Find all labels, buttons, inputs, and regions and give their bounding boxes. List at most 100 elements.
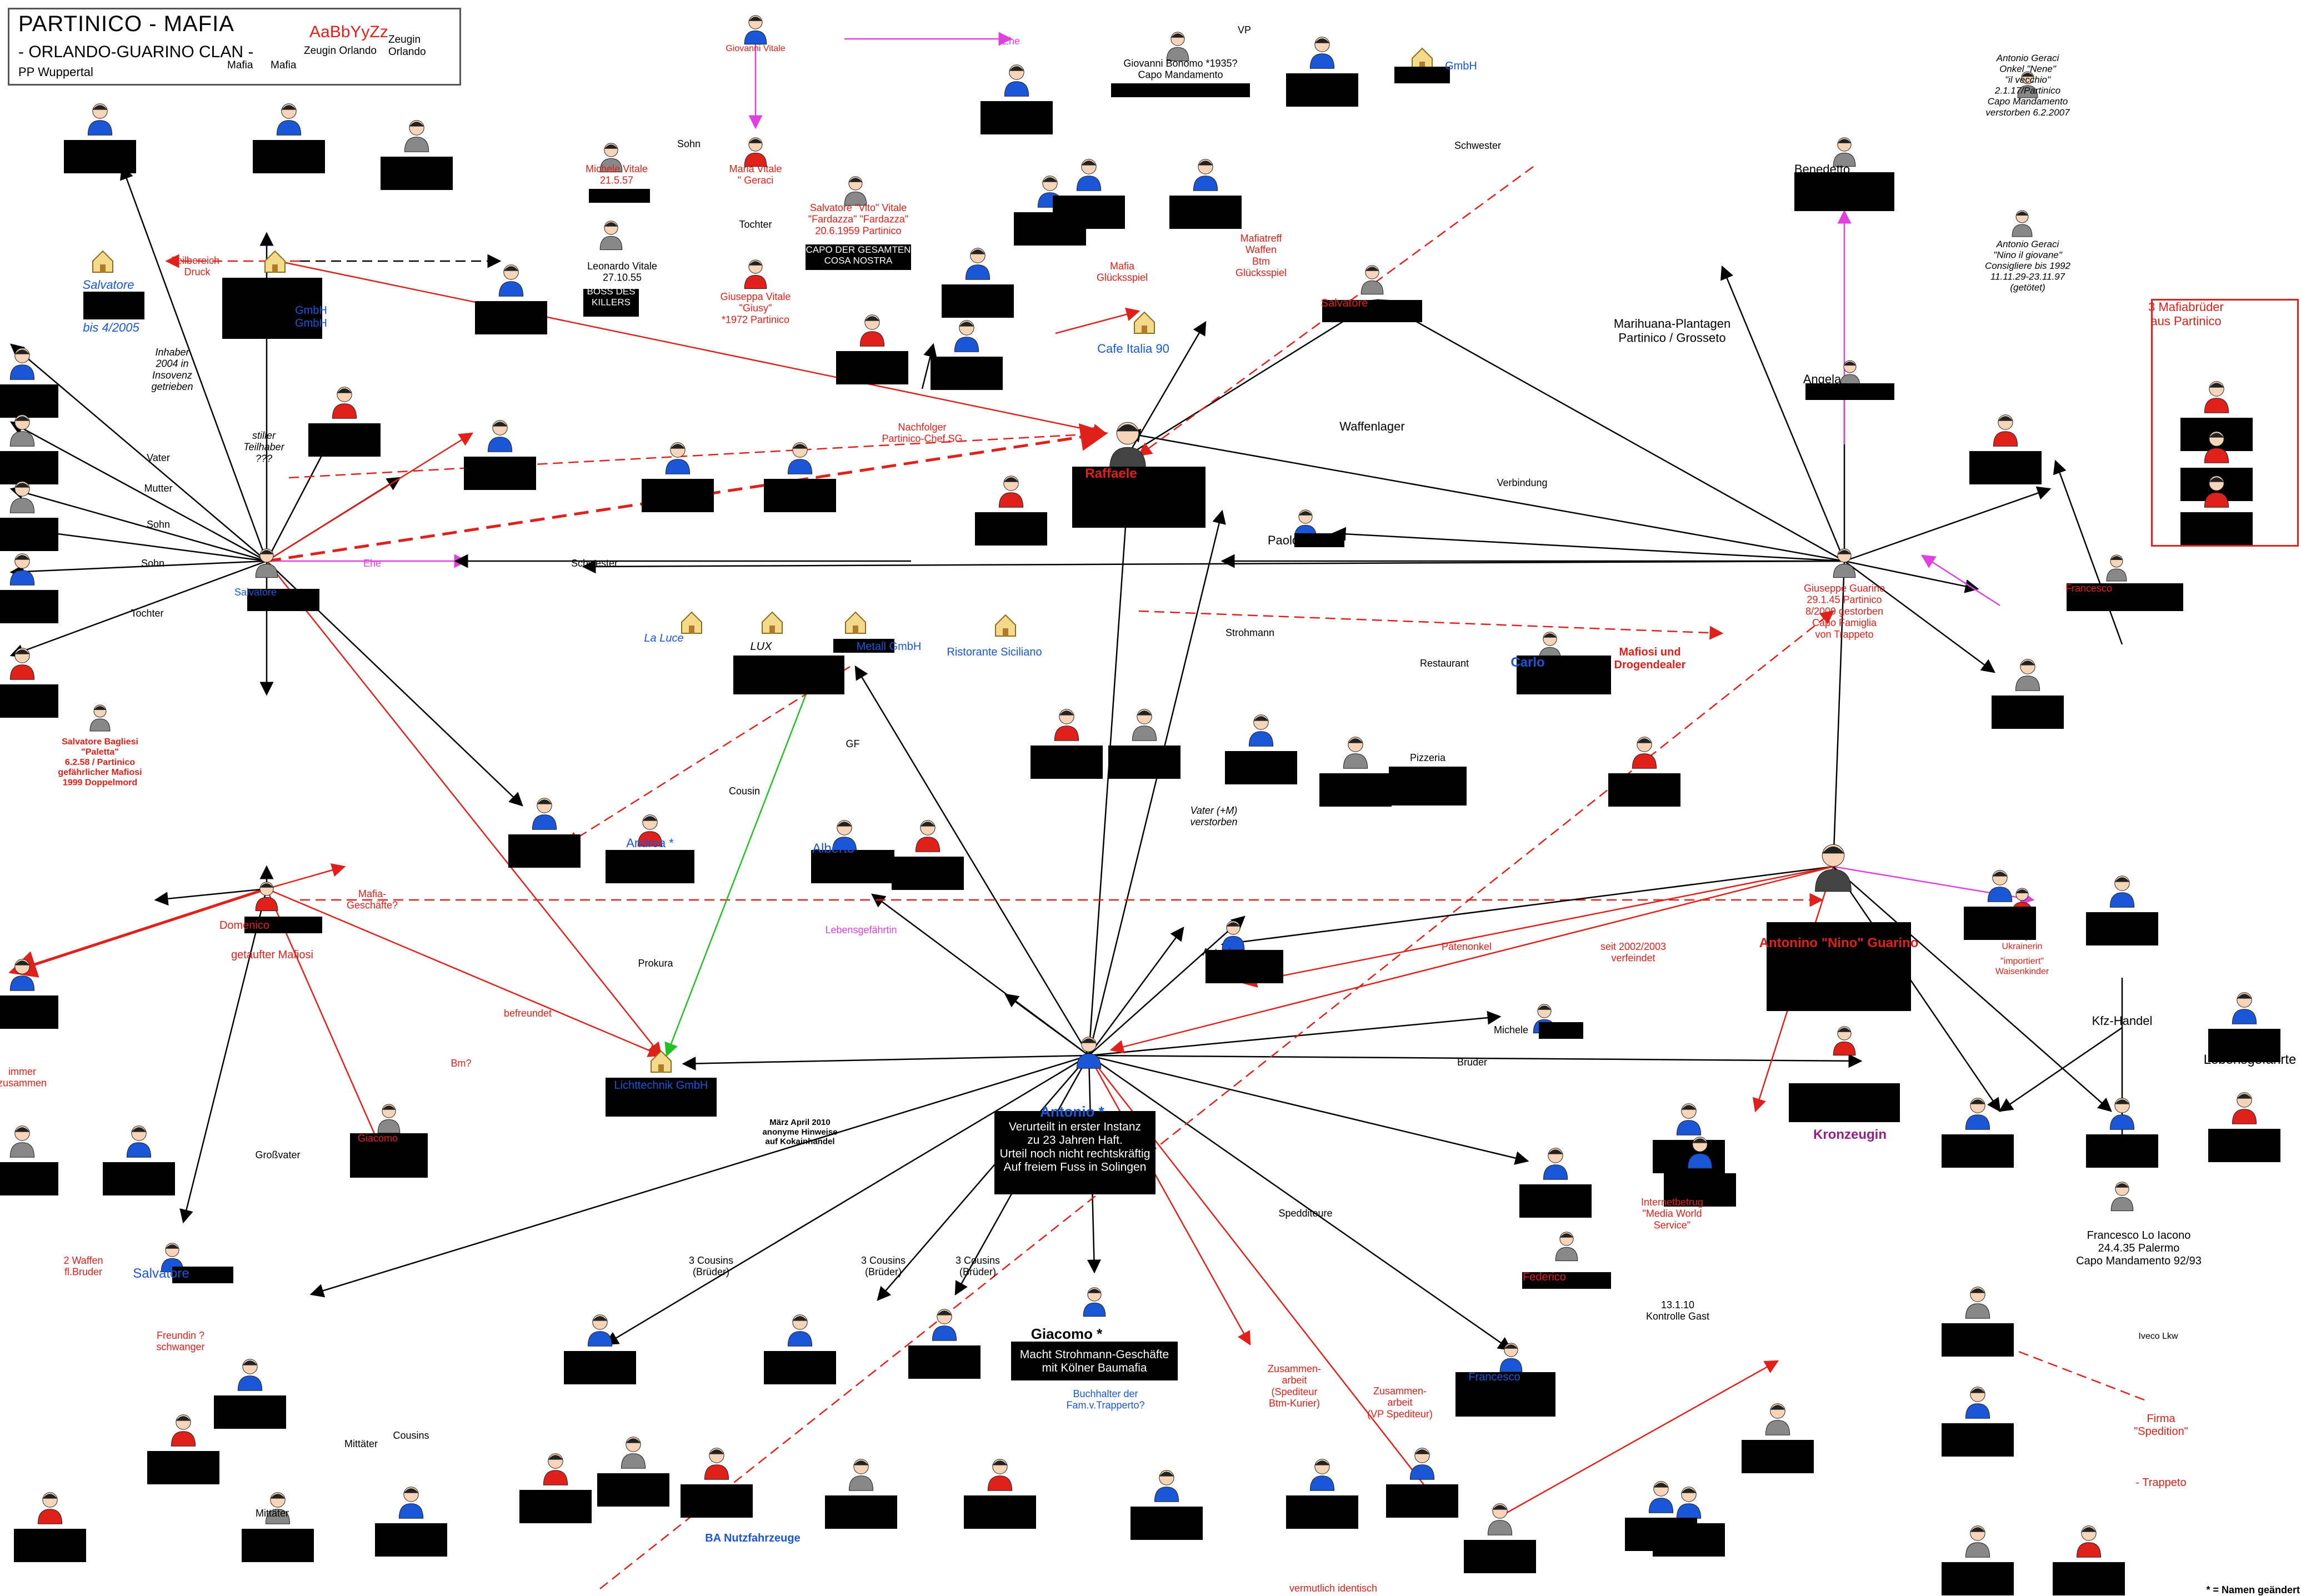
person-node-12-redaction (0, 1162, 58, 1195)
connection-line (1137, 166, 1534, 457)
giacomo-node (1083, 1287, 1106, 1317)
connection-line (9, 421, 267, 562)
giuseppa-vitale-label: Giuseppa Vitale"Giusy"*1972 Partinico (721, 291, 791, 325)
angela-name: Angela (1803, 372, 1842, 386)
connection-line (1004, 993, 1089, 1057)
person-node-0-redaction (64, 140, 136, 173)
person-node-53 (1965, 1287, 1990, 1319)
antonio-link (1088, 509, 1226, 1056)
person-node-42-redaction (942, 284, 1014, 318)
connection-line (1832, 866, 2001, 1113)
pizzeria-label: Pizzeria (1410, 752, 1446, 763)
redaction-block (2067, 583, 2183, 611)
font-sample: AaBbYyZz (309, 23, 388, 41)
connection-label-10: Ehe (363, 558, 381, 569)
connection-line (664, 666, 818, 1057)
connection-label-33: 3 Cousins(Brüder) (956, 1255, 1000, 1278)
connection-line (266, 561, 662, 1057)
connection-label-11: Schwester (571, 558, 618, 569)
salvatore-waffen-name: Salvatore (133, 1266, 189, 1281)
person-node-17 (398, 1487, 424, 1519)
kronzeugin-label: Kronzeugin (1813, 1127, 1887, 1142)
connection-label-27: Spedditeure (1278, 1208, 1332, 1219)
antonio-node (1076, 1037, 1102, 1069)
angela-node (1839, 360, 1860, 387)
person-node-10 (9, 648, 35, 680)
connection-line (1055, 307, 1141, 334)
redaction-block (247, 589, 319, 611)
person-node-45-redaction (1286, 73, 1358, 107)
redaction-block (811, 850, 894, 883)
salvatore-w-node (1360, 265, 1384, 295)
redaction-block (1455, 1372, 1555, 1417)
redaction-block (1522, 1272, 1611, 1289)
person-node-14-redaction (214, 1395, 286, 1429)
vito-vitale-label: Salvatore "Vito" Vitale"Fardazza" "Farda… (808, 202, 909, 236)
kronzeugin-node (1833, 1026, 1856, 1056)
la-luce-house-icon (681, 611, 702, 634)
salvatore-bagliesi-node (89, 704, 111, 732)
redaction-block (1805, 383, 1894, 400)
connection-label-3: Tochter (739, 219, 772, 230)
connection-line (119, 165, 268, 562)
person-node-56 (1965, 1525, 1990, 1558)
person-node-45 (1309, 37, 1335, 69)
carlo-name: Carlo (1510, 655, 1544, 670)
nino-redaction (1767, 922, 1911, 1011)
connection-line (1376, 299, 1845, 562)
francesco-r-name: Francesco (2065, 583, 2112, 594)
paolo-name: Paolo (1268, 533, 1299, 547)
person-node-27-redaction (1131, 1507, 1203, 1540)
redaction-block (1794, 172, 1894, 211)
redaction-block (606, 1078, 717, 1117)
person-node-3 (498, 264, 524, 297)
antonio-link (1088, 1054, 1529, 1165)
connection-label-8: Sohn (141, 558, 164, 569)
person-node-61 (2204, 431, 2229, 463)
person-node-68 (1648, 1481, 1674, 1513)
connection-line (266, 432, 474, 562)
person-node-47 (1987, 870, 2013, 902)
ba-nutzfahrzeuge-label: BA Nutzfahrzeuge (705, 1532, 800, 1544)
connection-label-0: Ehe (1002, 36, 1020, 47)
giuseppa-vitale-node (744, 259, 767, 289)
person-node-22 (543, 1453, 568, 1485)
connection-label-22: Mafia-Geschäfte? (347, 888, 398, 911)
lux-label: LUX (751, 641, 773, 653)
person-node-5 (487, 420, 513, 452)
connection-label-37: Mittäter (344, 1438, 378, 1449)
michele-s-name: Michele (1494, 1024, 1528, 1035)
connection-line (1220, 865, 1834, 950)
raffaele-redaction (1072, 467, 1205, 528)
person-node-48 (2109, 875, 2135, 908)
person-node-18-redaction (14, 1529, 86, 1562)
raffaele-node (1109, 422, 1146, 470)
alberto-name: Alberto (812, 841, 854, 856)
connection-line (1920, 554, 2000, 607)
antonio-link (682, 1054, 1089, 1071)
person-node-31 (998, 476, 1024, 508)
francesco-s-name: Francesco (1468, 1371, 1520, 1383)
connection-line (10, 343, 267, 562)
person-node-14 (237, 1359, 263, 1391)
antonio-geraci-1-node (2017, 71, 2038, 98)
person-node-28 (1309, 1459, 1335, 1491)
person-node-63-redaction (1969, 451, 2042, 484)
waffenlager-label: Waffenlager (1339, 419, 1404, 433)
alberto-node (832, 820, 857, 852)
connection-line (1126, 428, 1845, 562)
connection-line (1998, 1027, 2123, 1112)
person-node-22-redaction (519, 1490, 592, 1523)
connection-line (1720, 265, 1845, 562)
antonio-link (1088, 1054, 1513, 1351)
connection-line (921, 343, 937, 389)
redaction-block (1389, 767, 1467, 805)
